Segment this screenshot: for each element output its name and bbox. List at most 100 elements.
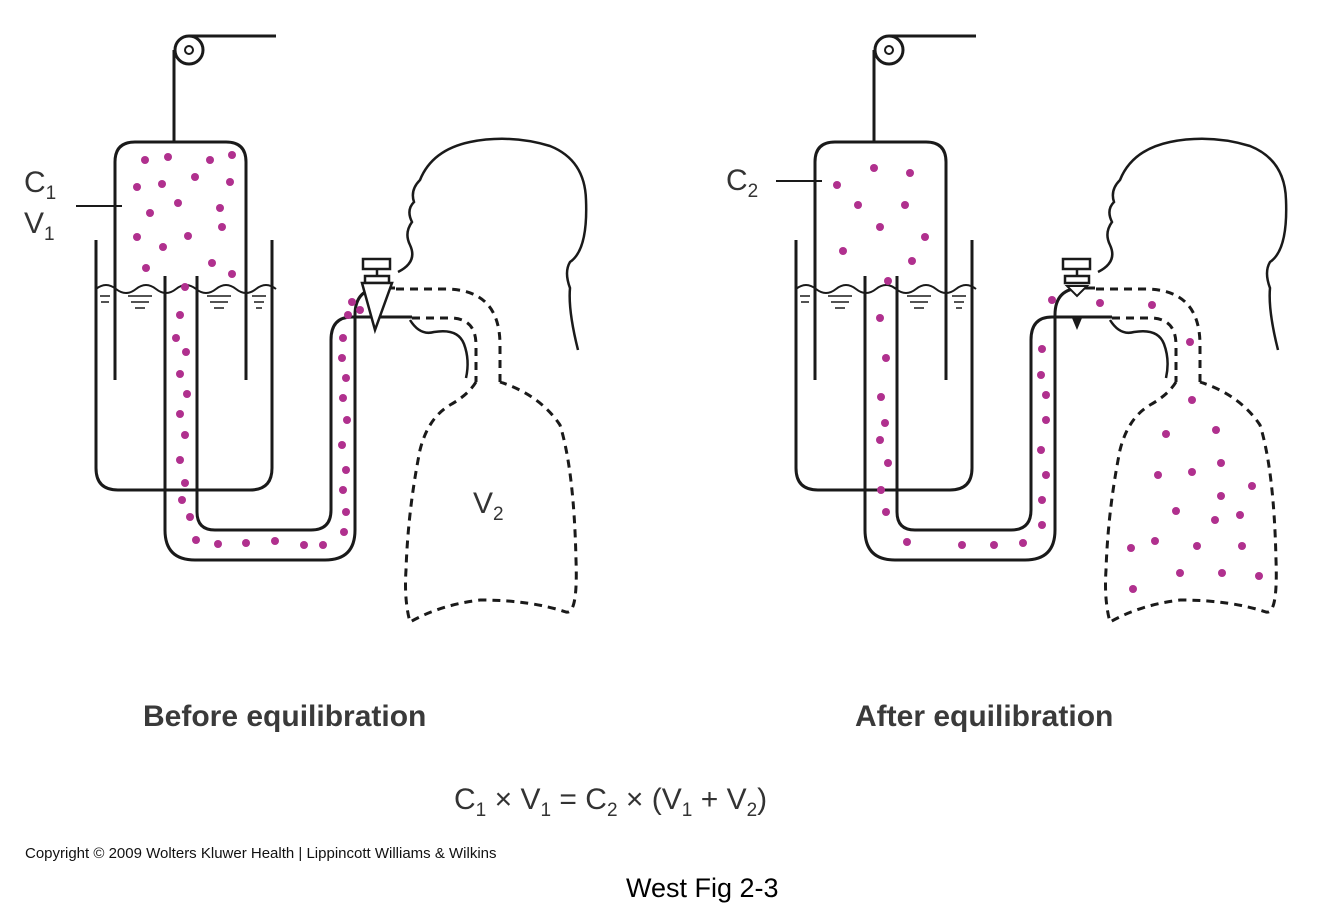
gas-particle-dot	[908, 257, 916, 265]
gas-particle-dot	[133, 183, 141, 191]
gas-particle-dot	[877, 393, 885, 401]
gas-particle-dot	[184, 232, 192, 240]
gas-particle-dot	[1217, 459, 1225, 467]
gas-particle-dot	[1038, 345, 1046, 353]
gas-particle-dot	[1248, 482, 1256, 490]
gas-particle-dot	[146, 209, 154, 217]
gas-particle-dot	[242, 539, 250, 547]
gas-particle-dot	[1176, 569, 1184, 577]
after-panel-apparatus	[776, 34, 1288, 624]
gas-particle-dot	[876, 436, 884, 444]
gas-particle-dot	[1151, 537, 1159, 545]
gas-particle-dot	[877, 486, 885, 494]
gas-particles-before	[133, 151, 364, 549]
gas-particle-dot	[884, 459, 892, 467]
before-panel-apparatus	[76, 34, 588, 624]
gas-particle-dot	[958, 541, 966, 549]
gas-particle-dot	[214, 540, 222, 548]
gas-particle-dot	[192, 536, 200, 544]
gas-particle-dot	[1038, 496, 1046, 504]
gas-particle-dot	[882, 508, 890, 516]
gas-particle-dot	[176, 311, 184, 319]
gas-particle-dot	[181, 431, 189, 439]
c2-label: C2	[726, 164, 759, 202]
gas-particle-dot	[1238, 542, 1246, 550]
gas-particle-dot	[1154, 471, 1162, 479]
gas-particle-dot	[228, 151, 236, 159]
gas-particle-dot	[344, 311, 352, 319]
gas-particle-dot	[141, 156, 149, 164]
gas-particle-dot	[1042, 471, 1050, 479]
gas-particle-dot	[1212, 426, 1220, 434]
gas-particle-dot	[1048, 296, 1056, 304]
gas-particle-dot	[1129, 585, 1137, 593]
gas-particle-dot	[158, 180, 166, 188]
gas-particle-dot	[342, 466, 350, 474]
gas-particle-dot	[1038, 521, 1046, 529]
gas-particle-dot	[356, 306, 364, 314]
gas-particle-dot	[164, 153, 172, 161]
gas-particle-dot	[1096, 299, 1104, 307]
gas-particle-dot	[343, 416, 351, 424]
gas-particle-dot	[342, 374, 350, 382]
gas-particle-dot	[271, 537, 279, 545]
gas-particle-dot	[1255, 572, 1263, 580]
gas-particle-dot	[338, 354, 346, 362]
gas-particle-dot	[178, 496, 186, 504]
gas-particle-dot	[339, 394, 347, 402]
gas-particle-dot	[181, 283, 189, 291]
gas-particle-dot	[1172, 507, 1180, 515]
gas-particle-dot	[1042, 391, 1050, 399]
gas-particle-dot	[1037, 371, 1045, 379]
gas-particle-dot	[1218, 569, 1226, 577]
gas-particle-dot	[1186, 338, 1194, 346]
gas-particle-dot	[881, 419, 889, 427]
gas-particle-dot	[182, 348, 190, 356]
gas-particle-dot	[901, 201, 909, 209]
gas-particle-dot	[854, 201, 862, 209]
gas-particle-dot	[342, 508, 350, 516]
gas-particle-dot	[921, 233, 929, 241]
gas-particle-dot	[903, 538, 911, 546]
gas-particle-dot	[228, 270, 236, 278]
gas-particle-dot	[206, 156, 214, 164]
gas-particle-dot	[1188, 396, 1196, 404]
gas-particle-dot	[183, 390, 191, 398]
gas-particle-dot	[142, 264, 150, 272]
gas-particle-dot	[833, 181, 841, 189]
gas-particles-after	[833, 164, 1263, 593]
gas-particle-dot	[1162, 430, 1170, 438]
gas-particle-dot	[1236, 511, 1244, 519]
gas-particle-dot	[870, 164, 878, 172]
gas-particle-dot	[208, 259, 216, 267]
dilution-equation: C1 × V1 = C2 × (V1 + V2)	[454, 783, 768, 821]
after-caption: After equilibration	[855, 700, 1114, 733]
gas-particle-dot	[319, 541, 327, 549]
gas-particle-dot	[191, 173, 199, 181]
figure-reference: West Fig 2-3	[626, 873, 779, 903]
gas-particle-dot	[176, 370, 184, 378]
gas-particle-dot	[1127, 544, 1135, 552]
gas-particle-dot	[176, 410, 184, 418]
gas-particle-dot	[1217, 492, 1225, 500]
gas-particle-dot	[876, 223, 884, 231]
gas-particle-dot	[338, 441, 346, 449]
gas-particle-dot	[172, 334, 180, 342]
gas-particle-dot	[300, 541, 308, 549]
gas-particle-dot	[839, 247, 847, 255]
gas-particle-dot	[174, 199, 182, 207]
gas-particle-dot	[1019, 539, 1027, 547]
gas-particle-dot	[186, 513, 194, 521]
gas-particle-dot	[906, 169, 914, 177]
copyright-notice: Copyright © 2009 Wolters Kluwer Health |…	[25, 845, 497, 862]
v2-label: V2	[473, 487, 504, 525]
gas-particle-dot	[133, 233, 141, 241]
gas-particle-dot	[882, 354, 890, 362]
gas-particle-dot	[1148, 301, 1156, 309]
gas-particle-dot	[340, 528, 348, 536]
gas-particle-dot	[159, 243, 167, 251]
gas-particle-dot	[990, 541, 998, 549]
gas-particle-dot	[1042, 416, 1050, 424]
gas-particle-dot	[339, 486, 347, 494]
